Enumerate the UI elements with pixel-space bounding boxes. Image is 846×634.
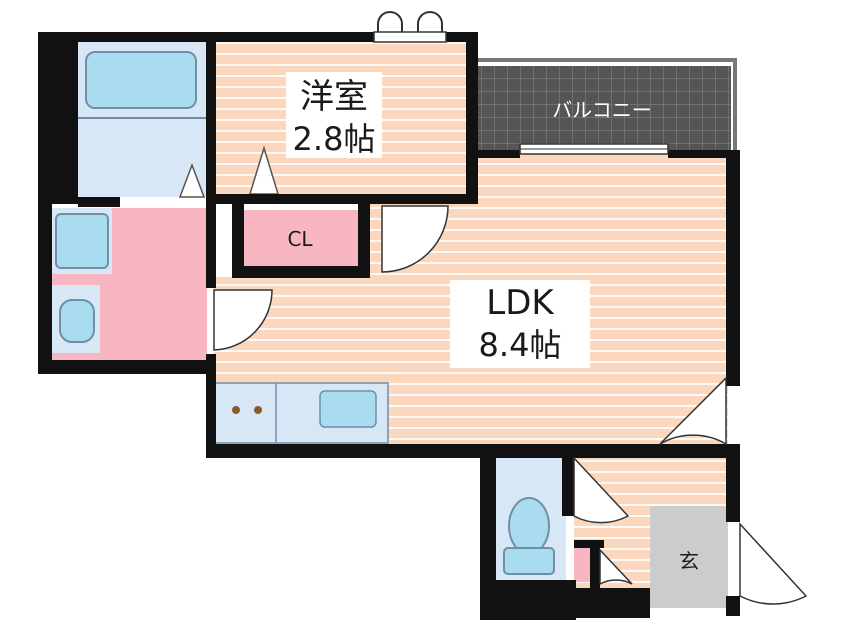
stove-burner-icon <box>232 406 240 414</box>
walls <box>38 32 740 620</box>
balcony <box>476 58 737 152</box>
western-room-size: 2.8帖 <box>293 120 376 158</box>
aircon-icon <box>373 11 447 43</box>
stove-burner-icon <box>254 406 262 414</box>
closet-label: CL <box>287 227 313 251</box>
kitchen-sink <box>319 390 377 428</box>
entrance-label: 玄 <box>679 549 699 573</box>
shoe-cabinet <box>574 548 592 582</box>
door-closet <box>381 205 449 273</box>
ldk-size: 8.4帖 <box>479 326 562 364</box>
ldk-room <box>213 150 728 448</box>
washing-machine <box>59 299 95 343</box>
door-shoe-cabinet <box>599 548 633 586</box>
genkan <box>650 506 728 608</box>
western-room <box>214 42 467 195</box>
bathtub <box>85 51 197 109</box>
wash-basin <box>55 213 109 269</box>
ldk-name: LDK <box>486 283 555 323</box>
balcony-label: バルコニー <box>552 98 652 122</box>
balcony-window <box>519 143 669 155</box>
door-swings <box>213 205 808 605</box>
bathroom <box>78 42 206 198</box>
toilet-room <box>496 458 566 580</box>
closet <box>244 210 358 266</box>
door-entrance-hall <box>659 376 727 446</box>
washroom <box>50 208 207 360</box>
door-front <box>739 522 808 605</box>
western-room-name: 洋室 <box>300 77 368 117</box>
toilet <box>508 497 550 555</box>
door-toilet <box>573 456 630 524</box>
door-washroom <box>213 289 273 351</box>
